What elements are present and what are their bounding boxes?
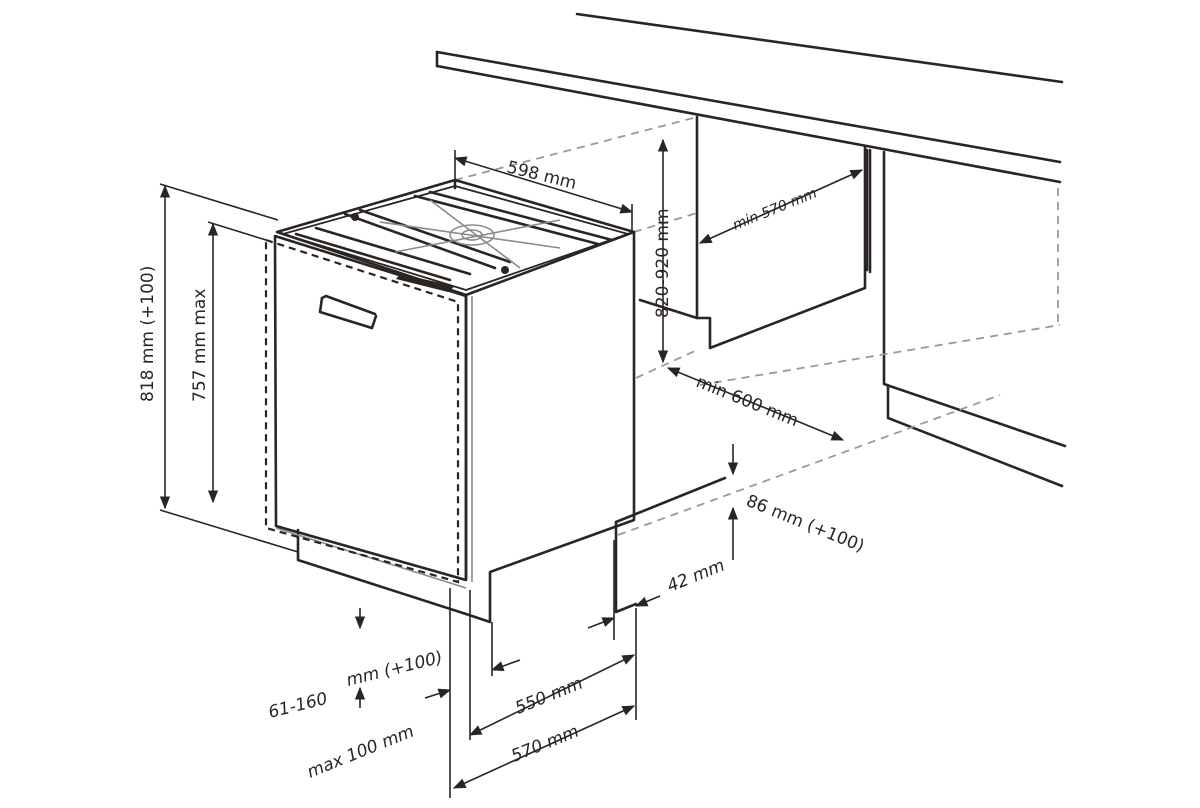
label-757: 757 mm max <box>190 289 210 402</box>
label-818: 818 mm (+100) <box>138 266 158 402</box>
label-550: 550 mm <box>512 674 585 719</box>
left-cabinet <box>638 115 869 350</box>
label-61-160-unit: mm (+100) <box>344 648 444 691</box>
label-min-570: min 570 mm <box>731 185 820 233</box>
dim-818 <box>159 183 299 553</box>
label-86: 86 mm (+100) <box>743 491 867 557</box>
label-min-600: min 600 mm <box>693 372 801 431</box>
dim-min-600 <box>666 367 845 441</box>
dim-max-100 <box>424 588 521 798</box>
spray-arm-icon <box>351 199 561 274</box>
label-598: 598 mm <box>505 157 579 194</box>
top-frame <box>282 185 629 291</box>
dim-598 <box>453 150 634 232</box>
label-max-100: max 100 mm <box>304 722 417 783</box>
dim-min-570 <box>698 169 864 244</box>
door-panel <box>264 234 468 584</box>
label-61-160: 61-160 <box>266 689 329 723</box>
countertop <box>435 12 1064 184</box>
right-cabinet <box>868 148 1067 488</box>
label-570: 570 mm <box>508 722 581 767</box>
dim-570 <box>452 705 636 789</box>
door-handle-icon <box>318 294 378 330</box>
label-42: 42 mm <box>664 556 727 597</box>
dishwasher-body <box>275 178 727 624</box>
dim-757 <box>207 221 267 504</box>
dim-42 <box>587 540 661 720</box>
label-820-920: 820-920 mm <box>653 208 673 318</box>
